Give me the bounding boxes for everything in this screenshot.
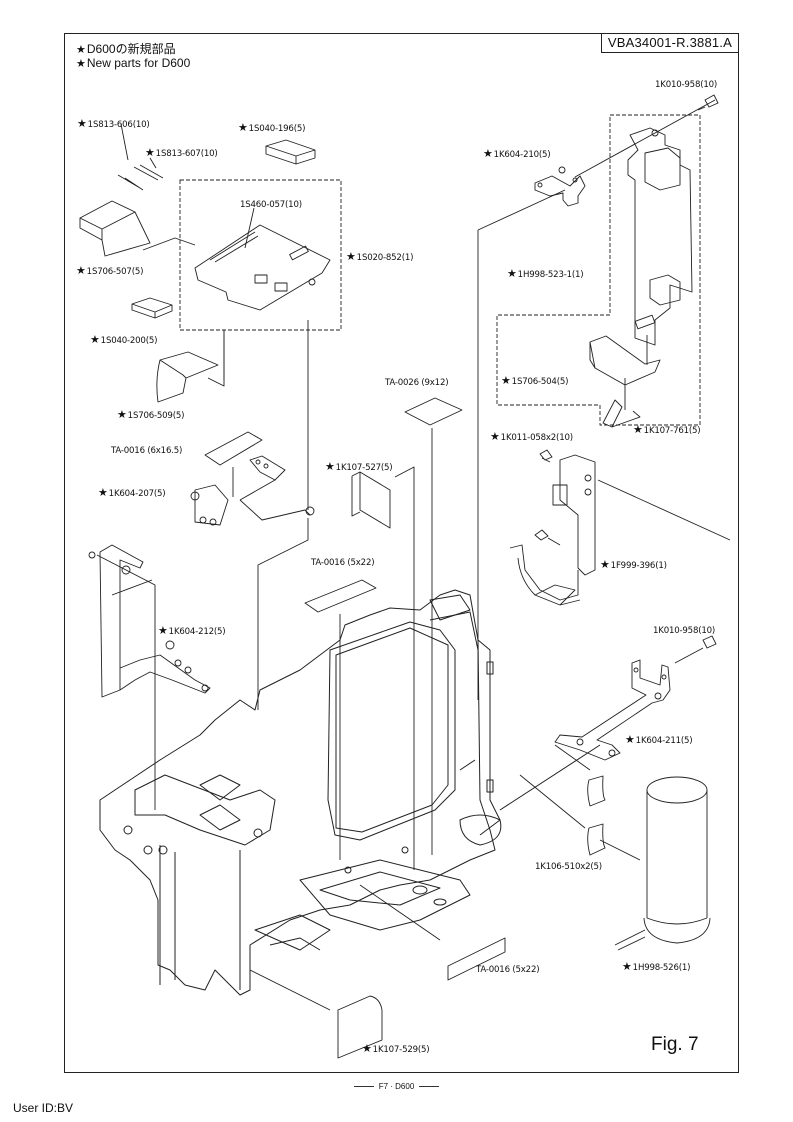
part-label: ★1K604-212(5) — [158, 624, 226, 637]
screw-1k010-958-lower — [674, 635, 717, 664]
part-label: ★1S813-606(10) — [77, 117, 150, 130]
page-footer: F7 · D600 — [0, 1082, 793, 1091]
connector-1s040-200 — [131, 297, 173, 319]
flex-1s706-507 — [79, 200, 196, 257]
part-label: TA-0016 (5x22) — [476, 965, 540, 975]
pcb-1h998-523-1 — [627, 127, 693, 346]
pcb-assembly-box — [179, 179, 342, 331]
right-pcb-assembly-box — [496, 114, 701, 426]
part-label: ★1S020-852(1) — [346, 250, 414, 263]
part-label: ★1S040-196(5) — [238, 121, 306, 134]
pad-1k106-510 — [519, 744, 641, 861]
sheet-1k107-527 — [351, 466, 415, 870]
tape-ta0026 — [404, 397, 463, 426]
part-label: 1K010-958(10) — [653, 626, 716, 636]
part-label: ★1K107-761(5) — [633, 423, 701, 436]
bracket-1f999-396 — [509, 449, 731, 606]
star-icon: ★ — [76, 58, 86, 70]
main-chassis — [99, 589, 601, 996]
part-label: ★1S706-504(5) — [501, 374, 569, 387]
part-label: TA-0026 (9x12) — [385, 378, 449, 388]
part-label: ★1K011-058x2(10) — [490, 430, 573, 443]
page-number: F7 · D600 — [378, 1082, 415, 1091]
connector-1s040-196 — [265, 139, 316, 165]
part-label: 1S460-057(10) — [240, 200, 302, 210]
user-id: User ID:BV — [13, 1101, 74, 1115]
part-label: ★1K107-527(5) — [325, 460, 393, 473]
bracket-1k604-211 — [554, 659, 671, 761]
part-label: TA-0016 (6x16.5) — [111, 446, 183, 456]
tape-ta0016-5x22-upper — [304, 579, 377, 613]
part-label: ★1H998-523-1(1) — [507, 267, 584, 280]
flex-1s706-509 — [156, 330, 225, 403]
part-label: ★1K107-529(5) — [362, 1042, 430, 1055]
part-label: ★1K604-207(5) — [98, 486, 166, 499]
sheet-1k107-761 — [602, 399, 641, 428]
part-label: ★1S040-200(5) — [90, 333, 158, 346]
part-label: 1K106-510x2(5) — [535, 862, 602, 872]
bracket-1k604-212 — [88, 544, 211, 810]
tape-ta0016-6x16 — [204, 431, 263, 466]
flex-1s706-504 — [589, 335, 661, 410]
document-id: VBA34001-R.3881.A — [600, 34, 738, 53]
part-label: ★1S813-607(10) — [145, 146, 218, 159]
part-label: ★1S706-509(5) — [117, 408, 185, 421]
sheet-1k107-529 — [337, 995, 383, 1059]
screw-1k010-958-top — [697, 94, 719, 111]
cylinder-1h998-526 — [614, 776, 711, 951]
pins-1s813 — [117, 123, 164, 191]
drawing-frame: VBA34001-R.3881.A — [64, 33, 739, 1073]
note-japanese: ★D600の新規部品 — [76, 42, 176, 56]
note-english: ★New parts for D600 — [76, 56, 191, 70]
star-icon: ★ — [76, 44, 86, 56]
part-label: ★1F999-396(1) — [600, 558, 667, 571]
part-label: ★1H998-526(1) — [622, 960, 691, 973]
part-label: ★1K604-210(5) — [483, 147, 551, 160]
part-label: 1K010-958(10) — [655, 80, 718, 90]
bracket-1k604-207 — [190, 455, 315, 526]
part-label: ★1S706-507(5) — [76, 264, 144, 277]
bracket-1k604-210 — [534, 166, 586, 207]
figure-label: Fig. 7 — [651, 1034, 699, 1055]
part-label: ★1K604-211(5) — [625, 733, 693, 746]
pcb-1s020-852 — [194, 207, 331, 311]
part-label: TA-0016 (5x22) — [311, 558, 375, 568]
tape-ta0016-5x22-lower — [447, 937, 506, 981]
